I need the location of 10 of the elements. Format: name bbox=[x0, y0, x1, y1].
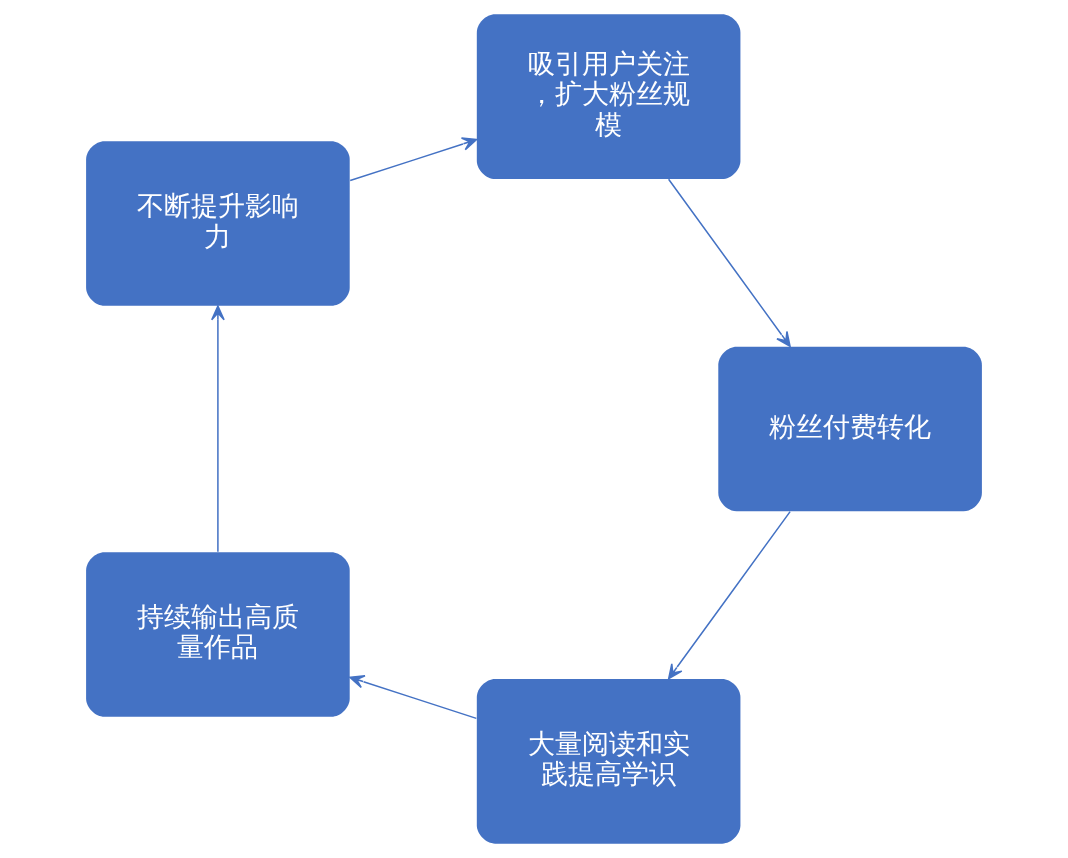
node-box: 吸引用户关注，扩大粉丝规模 bbox=[476, 14, 741, 179]
arrow bbox=[667, 178, 791, 348]
node-box: 不断提升影响力 bbox=[86, 141, 350, 306]
arrow bbox=[349, 137, 478, 182]
arrow bbox=[349, 674, 478, 720]
node-box: 大量阅读和实践提高学识 bbox=[476, 679, 741, 844]
node-box: 持续输出高质量作品 bbox=[86, 552, 350, 717]
arrow bbox=[667, 510, 791, 680]
node-box: 粉丝付费转化 bbox=[718, 346, 982, 512]
arrow bbox=[210, 305, 225, 553]
